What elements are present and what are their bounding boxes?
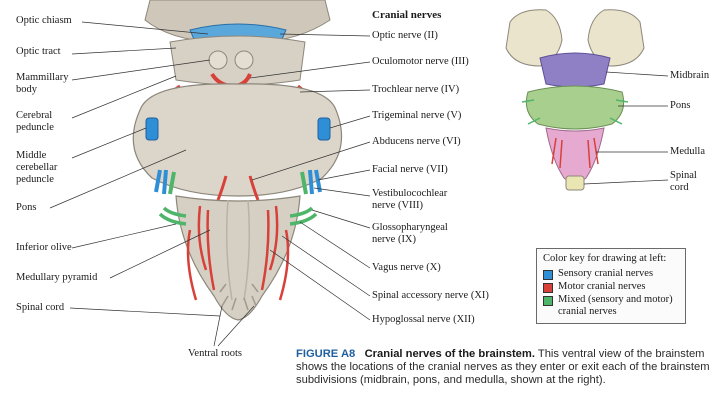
label-optic-nerve: Optic nerve (II): [372, 30, 438, 41]
label-cerebral-peduncle: Cerebral peduncle: [16, 110, 54, 133]
right-leader-lines: [249, 33, 371, 321]
label-trochlear-nerve: Trochlear nerve (IV): [372, 84, 460, 95]
pons-region: [525, 85, 625, 130]
mixed-swatch: [543, 296, 553, 306]
sensory-swatch: [543, 270, 553, 280]
color-key-label-sensory: Sensory cranial nerves: [558, 268, 654, 279]
cranial-nerves-heading: Cranial nerves: [372, 9, 442, 21]
figure-number: FIGURE A8: [296, 348, 356, 360]
label-vagus-nerve: Vagus nerve (X): [372, 262, 441, 273]
label-optic-tract: Optic tract: [16, 46, 61, 57]
label-pons: Pons: [16, 202, 37, 213]
ventral-brainstem-drawing: [132, 0, 343, 321]
color-key-label-mixed: Mixed (sensory and motor) cranial nerves: [558, 294, 673, 317]
figure-title: Cranial nerves of the brainstem.: [364, 348, 535, 360]
label-middle-cerebellar-peduncle: Middle cerebellar peduncle: [16, 150, 58, 185]
label-medulla: Medulla: [670, 146, 705, 157]
label-optic-chiasm: Optic chiasm: [16, 15, 72, 26]
label-medullary-pyramid: Medullary pyramid: [16, 272, 98, 283]
label-vestibulocochlear-nerve: Vestibulocochlear nerve (VIII): [372, 188, 448, 211]
label-mammillary-body: Mammillary body: [16, 72, 69, 95]
label-ventral-roots: Ventral roots: [188, 348, 242, 359]
medulla-region: [545, 127, 605, 184]
label-hypoglossal-nerve: Hypoglossal nerve (XII): [372, 314, 475, 325]
mammillary-body: [208, 50, 228, 70]
color-key-title: Color key for drawing at left:: [543, 253, 667, 264]
color-key: Color key for drawing at left: Sensory c…: [536, 248, 686, 324]
label-spinal-cord: Spinal cord: [16, 302, 65, 313]
label-trigeminal-nerve: Trigeminal nerve (V): [372, 110, 462, 121]
label-abducens-nerve: Abducens nerve (VI): [372, 136, 461, 147]
left-leader-lines: [49, 21, 255, 347]
label-midbrain: Midbrain: [670, 70, 710, 81]
label-glossopharyngeal-nerve: Glossopharyngeal nerve (IX): [372, 222, 448, 245]
figure-caption: FIGURE A8 Cranial nerves of the brainste…: [296, 348, 716, 388]
subdivision-leader-lines: [583, 71, 669, 185]
motor-swatch: [543, 283, 553, 293]
label-spinal-cord-subdivision: Spinal cord: [670, 170, 697, 193]
figure-text: This ventral view of the brainstem shows…: [296, 348, 710, 387]
color-key-item-motor: Motor cranial nerves: [543, 281, 679, 293]
trigeminal-nerve: [145, 117, 159, 141]
color-key-item-sensory: Sensory cranial nerves: [543, 268, 679, 280]
color-key-label-motor: Motor cranial nerves: [558, 281, 646, 292]
midbrain-region: [539, 52, 611, 88]
color-key-item-mixed: Mixed (sensory and motor) cranial nerves: [543, 294, 679, 318]
label-facial-nerve: Facial nerve (VII): [372, 164, 448, 175]
label-inferior-olive: Inferior olive: [16, 242, 72, 253]
label-pons-subdivision: Pons: [670, 100, 691, 111]
label-oculomotor-nerve: Oculomotor nerve (III): [372, 56, 469, 67]
label-spinal-accessory-nerve: Spinal accessory nerve (XI): [372, 290, 489, 301]
subdivision-brain-drawing: [505, 9, 645, 191]
